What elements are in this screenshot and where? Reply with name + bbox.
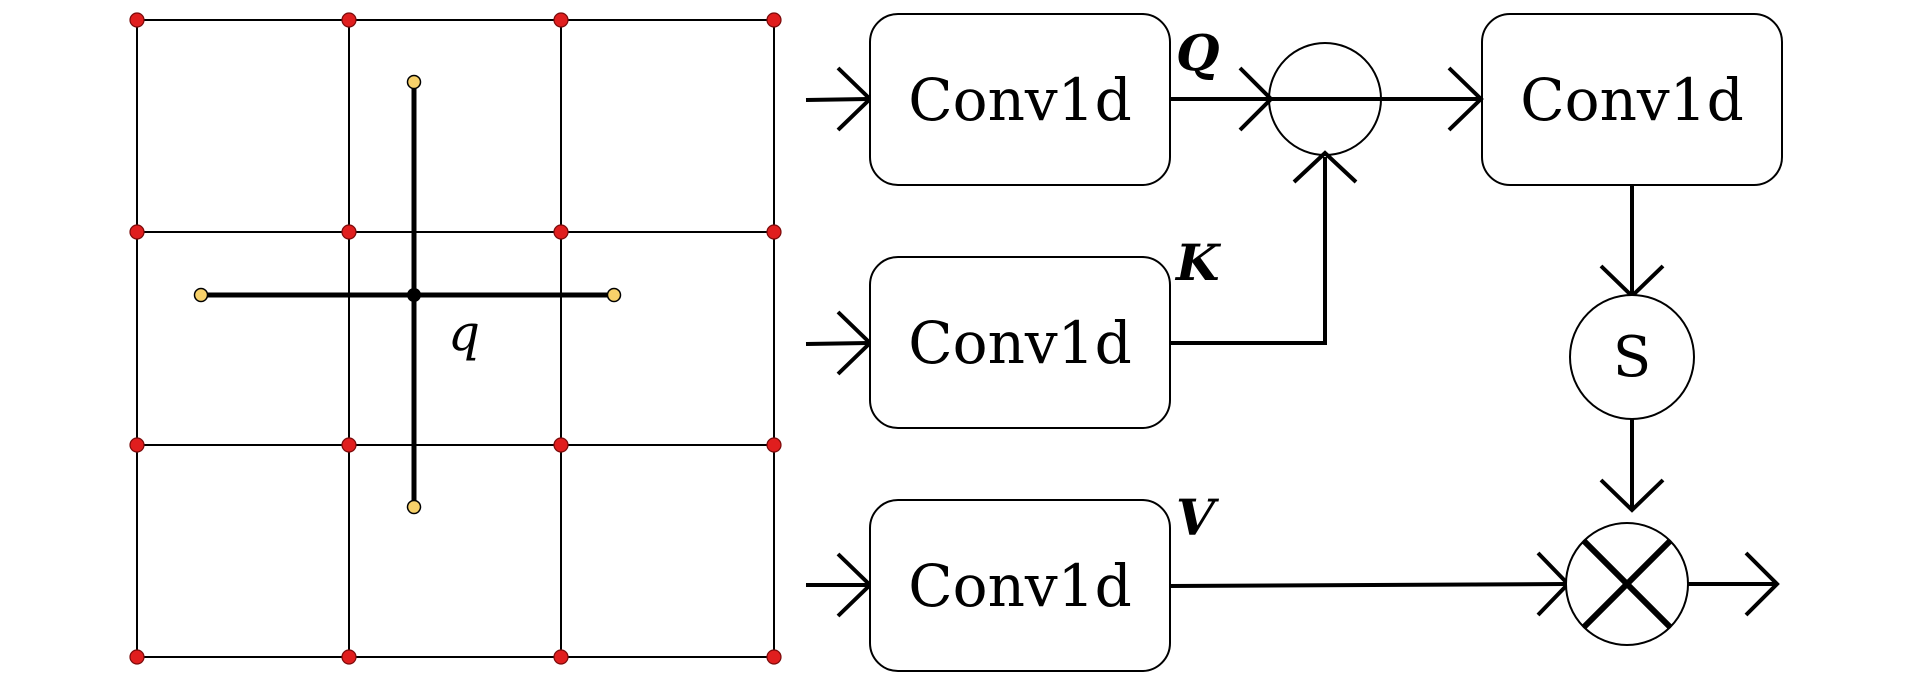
arrow-v-to-multiply (1169, 582, 1567, 588)
grid-point (766, 12, 782, 28)
sample-points (193, 74, 622, 515)
sample-point-right (606, 287, 622, 303)
multiply-node (1565, 522, 1689, 646)
conv-out-label: Conv1d (1520, 66, 1743, 134)
conv-v-label: Conv1d (908, 552, 1131, 620)
input-arrow-q (805, 97, 869, 102)
grid-point (129, 649, 145, 665)
symbol-k: K (1174, 233, 1222, 292)
query-label: q (448, 304, 480, 362)
flow-arrows (1169, 66, 1780, 617)
sample-point-bottom (406, 499, 422, 515)
input-arrow-k (805, 341, 869, 346)
grid-points (129, 12, 782, 665)
input-arrows (805, 66, 873, 618)
conv-k-box: Conv1d (869, 256, 1171, 429)
attention-block: Conv1d Conv1d Conv1d Conv1d Q K V (805, 13, 1783, 672)
conv-q-box: Conv1d (869, 13, 1171, 186)
conv-q-label: Conv1d (908, 66, 1131, 134)
grid-point (766, 224, 782, 240)
softmax-label: S (1613, 325, 1651, 390)
sampling-grid (136, 19, 775, 658)
grid-point (129, 437, 145, 453)
grid-point (766, 649, 782, 665)
grid-point (341, 12, 357, 28)
sample-point-left (193, 287, 209, 303)
arrow-k-to-matmul (1170, 157, 1327, 345)
softmax-node (1569, 294, 1695, 420)
grid-point (129, 12, 145, 28)
symbol-q: Q (1176, 23, 1220, 82)
arrowhead-softmax-to-multiply (1599, 478, 1665, 513)
multiply-cross-b (1581, 538, 1673, 630)
grid-point (341, 437, 357, 453)
grid-point (341, 649, 357, 665)
grid-point (341, 224, 357, 240)
conv-out-box: Conv1d (1481, 13, 1783, 186)
arrowhead-to-out-conv (1447, 66, 1484, 132)
grid-point (553, 437, 569, 453)
grid-point (129, 224, 145, 240)
conv-v-box: Conv1d (869, 499, 1171, 672)
arrowhead-k-to-matmul (1292, 150, 1358, 184)
grid-point (553, 649, 569, 665)
grid-point (553, 224, 569, 240)
arrowhead-q-to-matmul (1238, 66, 1274, 132)
grid-point (766, 437, 782, 453)
sample-point-top (406, 74, 422, 90)
grid-point (553, 12, 569, 28)
symbol-v: V (1176, 488, 1220, 547)
conv-k-label: Conv1d (908, 309, 1131, 377)
output-arrowhead (1744, 551, 1780, 617)
query-point (407, 288, 421, 302)
